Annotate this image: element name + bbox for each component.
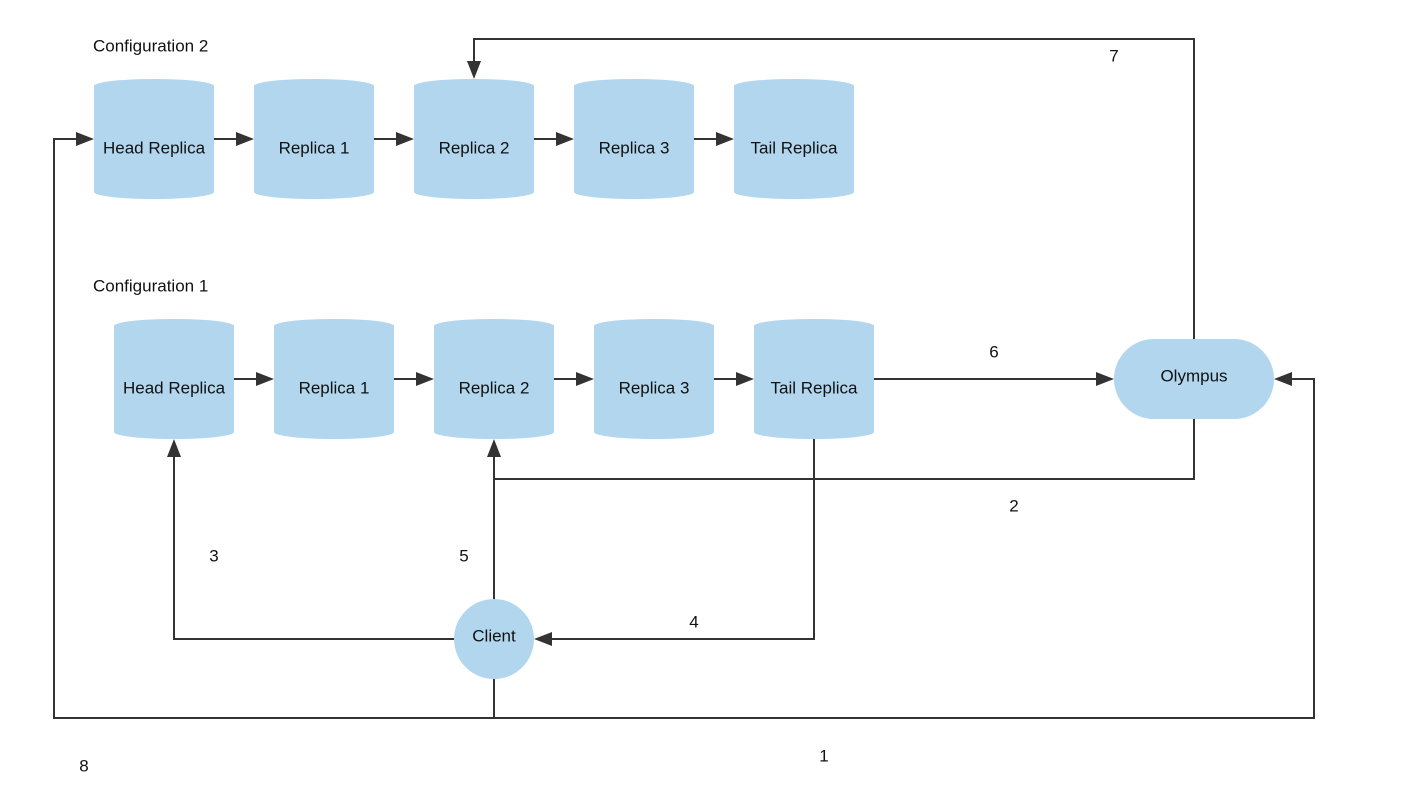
arrowhead-client-from-tail (534, 632, 552, 646)
olympus-shape (1114, 339, 1274, 419)
c1-replica-1[interactable]: Replica 1 (274, 319, 394, 439)
c1-tail-replica[interactable]: Tail Replica (754, 319, 874, 439)
client-node[interactable]: Client (454, 599, 534, 679)
configuration-2-chain: Head Replica Replica 1 Replica 2 Replica… (94, 79, 854, 199)
arrowhead-c1-replica2 (416, 372, 434, 386)
cylinder-shape (114, 319, 234, 439)
arrowhead-c2-replica3 (556, 132, 574, 146)
edge-label-2: 2 (1009, 496, 1018, 515)
arrowhead-c2-tail (716, 132, 734, 146)
arrowhead-c1-head-from-client (167, 439, 181, 457)
cylinder-shape (754, 319, 874, 439)
cylinder-shape (414, 79, 534, 199)
client-shape (454, 599, 534, 679)
edges (53, 38, 1315, 719)
cylinder-shape (594, 319, 714, 439)
configuration-1-label: Configuration 1 (93, 276, 208, 295)
edge-label-7: 7 (1109, 46, 1118, 65)
edge-label-5: 5 (459, 546, 468, 565)
c2-tail-replica-label: Tail Replica (751, 138, 838, 157)
c2-replica-2-label: Replica 2 (439, 138, 510, 157)
arrowhead-c2-replica1 (236, 132, 254, 146)
edge-labels: 1 2 3 4 5 6 7 8 (79, 46, 1118, 775)
edge-3-client-to-c1-head (173, 450, 454, 640)
c1-replica-2-label: Replica 2 (459, 378, 530, 397)
edge-2-olympus-to-c1-replica2 (494, 419, 1195, 480)
cylinder-shape (434, 319, 554, 439)
c2-replica-1-label: Replica 1 (279, 138, 350, 157)
cylinder-shape (254, 79, 374, 199)
edge-label-8: 8 (79, 756, 88, 775)
c1-replica-3[interactable]: Replica 3 (594, 319, 714, 439)
edge-4-tail-to-client (546, 438, 815, 640)
c2-replica-2[interactable]: Replica 2 (414, 79, 534, 199)
arrowhead-c1-tail (736, 372, 754, 386)
arrowhead-c1-replica2-from-client (487, 439, 501, 457)
olympus-node[interactable]: Olympus (1114, 339, 1274, 419)
c2-replica-3[interactable]: Replica 3 (574, 79, 694, 199)
c2-replica-3-label: Replica 3 (599, 138, 670, 157)
arrowhead-c1-replica1 (256, 372, 274, 386)
c2-replica-1[interactable]: Replica 1 (254, 79, 374, 199)
edge-7-olympus-to-c2-replica2 (473, 38, 1195, 339)
edge-1-client-to-olympus (493, 378, 1315, 719)
client-label: Client (472, 626, 516, 645)
edge-label-6: 6 (989, 342, 998, 361)
c2-head-replica[interactable]: Head Replica (94, 79, 214, 199)
c2-head-replica-label: Head Replica (103, 138, 206, 157)
c1-head-replica[interactable]: Head Replica (114, 319, 234, 439)
c1-tail-replica-label: Tail Replica (771, 378, 858, 397)
arrowheads (76, 61, 1292, 646)
cylinder-shape (274, 319, 394, 439)
arrowhead-olympus-from-tail (1096, 372, 1114, 386)
cylinder-shape (574, 79, 694, 199)
edge-label-3: 3 (209, 546, 218, 565)
edge-8-client-to-c2-head (53, 138, 494, 719)
edge-label-4: 4 (689, 612, 698, 631)
arrowhead-c2-replica2 (396, 132, 414, 146)
configuration-2-label: Configuration 2 (93, 36, 208, 55)
c1-replica-3-label: Replica 3 (619, 378, 690, 397)
c1-head-replica-label: Head Replica (123, 378, 226, 397)
c1-replica-1-label: Replica 1 (299, 378, 370, 397)
edge-label-1: 1 (819, 746, 828, 765)
arrowhead-c2-head (76, 132, 94, 146)
arrowhead-olympus-from-client (1274, 372, 1292, 386)
configuration-1-chain: Head Replica Replica 1 Replica 2 Replica… (114, 319, 874, 439)
arrowhead-c2-replica2-from-olympus (467, 61, 481, 79)
c2-tail-replica[interactable]: Tail Replica (734, 79, 854, 199)
arrowhead-c1-replica3 (576, 372, 594, 386)
olympus-label: Olympus (1160, 366, 1227, 385)
cylinder-shape (734, 79, 854, 199)
cylinder-shape (94, 79, 214, 199)
c1-replica-2[interactable]: Replica 2 (434, 319, 554, 439)
